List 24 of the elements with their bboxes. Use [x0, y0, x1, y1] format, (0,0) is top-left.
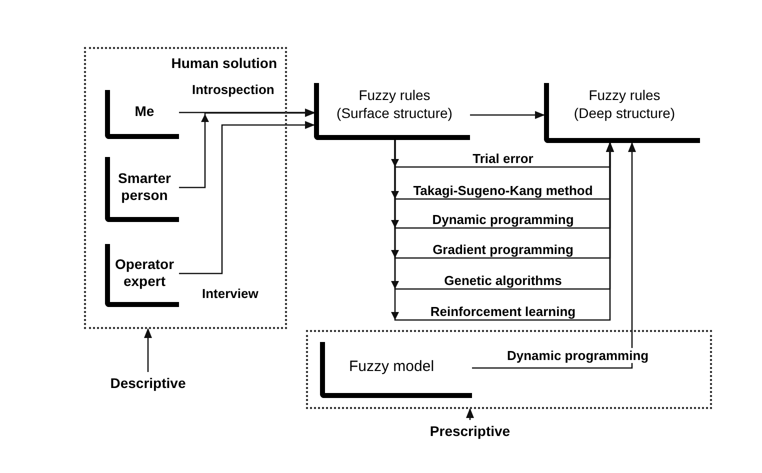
group-title: Human solution	[171, 54, 277, 73]
box-label: Fuzzy rules (Surface structure)	[336, 87, 454, 122]
edge-label: Takagi-Sugeno-Kang method	[411, 183, 595, 198]
edge-label: Dynamic programming	[430, 212, 576, 227]
annotation-text: Prescriptive	[420, 420, 520, 442]
edge-label: Reinforcement learning	[428, 304, 578, 319]
box-label: Fuzzy rules (Deep structure)	[572, 87, 676, 122]
box-label: Smarter person	[117, 170, 172, 204]
arrow	[470, 142, 636, 369]
annotation-text: Descriptive	[100, 372, 196, 394]
edge-label: Introspection	[190, 82, 276, 97]
arrow	[466, 408, 474, 420]
box-label: Fuzzy model	[349, 357, 434, 378]
box-label: Operator expert	[114, 256, 176, 290]
edge-label: Dynamic programming	[505, 348, 651, 363]
arrow	[177, 121, 315, 274]
edge-label: Genetic algorithms	[442, 273, 564, 288]
edge-label: Interview	[200, 286, 260, 301]
box-label: Me	[134, 103, 154, 121]
edge-label: Trial error	[470, 151, 536, 166]
arrow	[470, 111, 545, 119]
arrow	[391, 140, 614, 321]
arrow	[144, 328, 152, 372]
edge-label: Gradient programming	[430, 242, 576, 257]
